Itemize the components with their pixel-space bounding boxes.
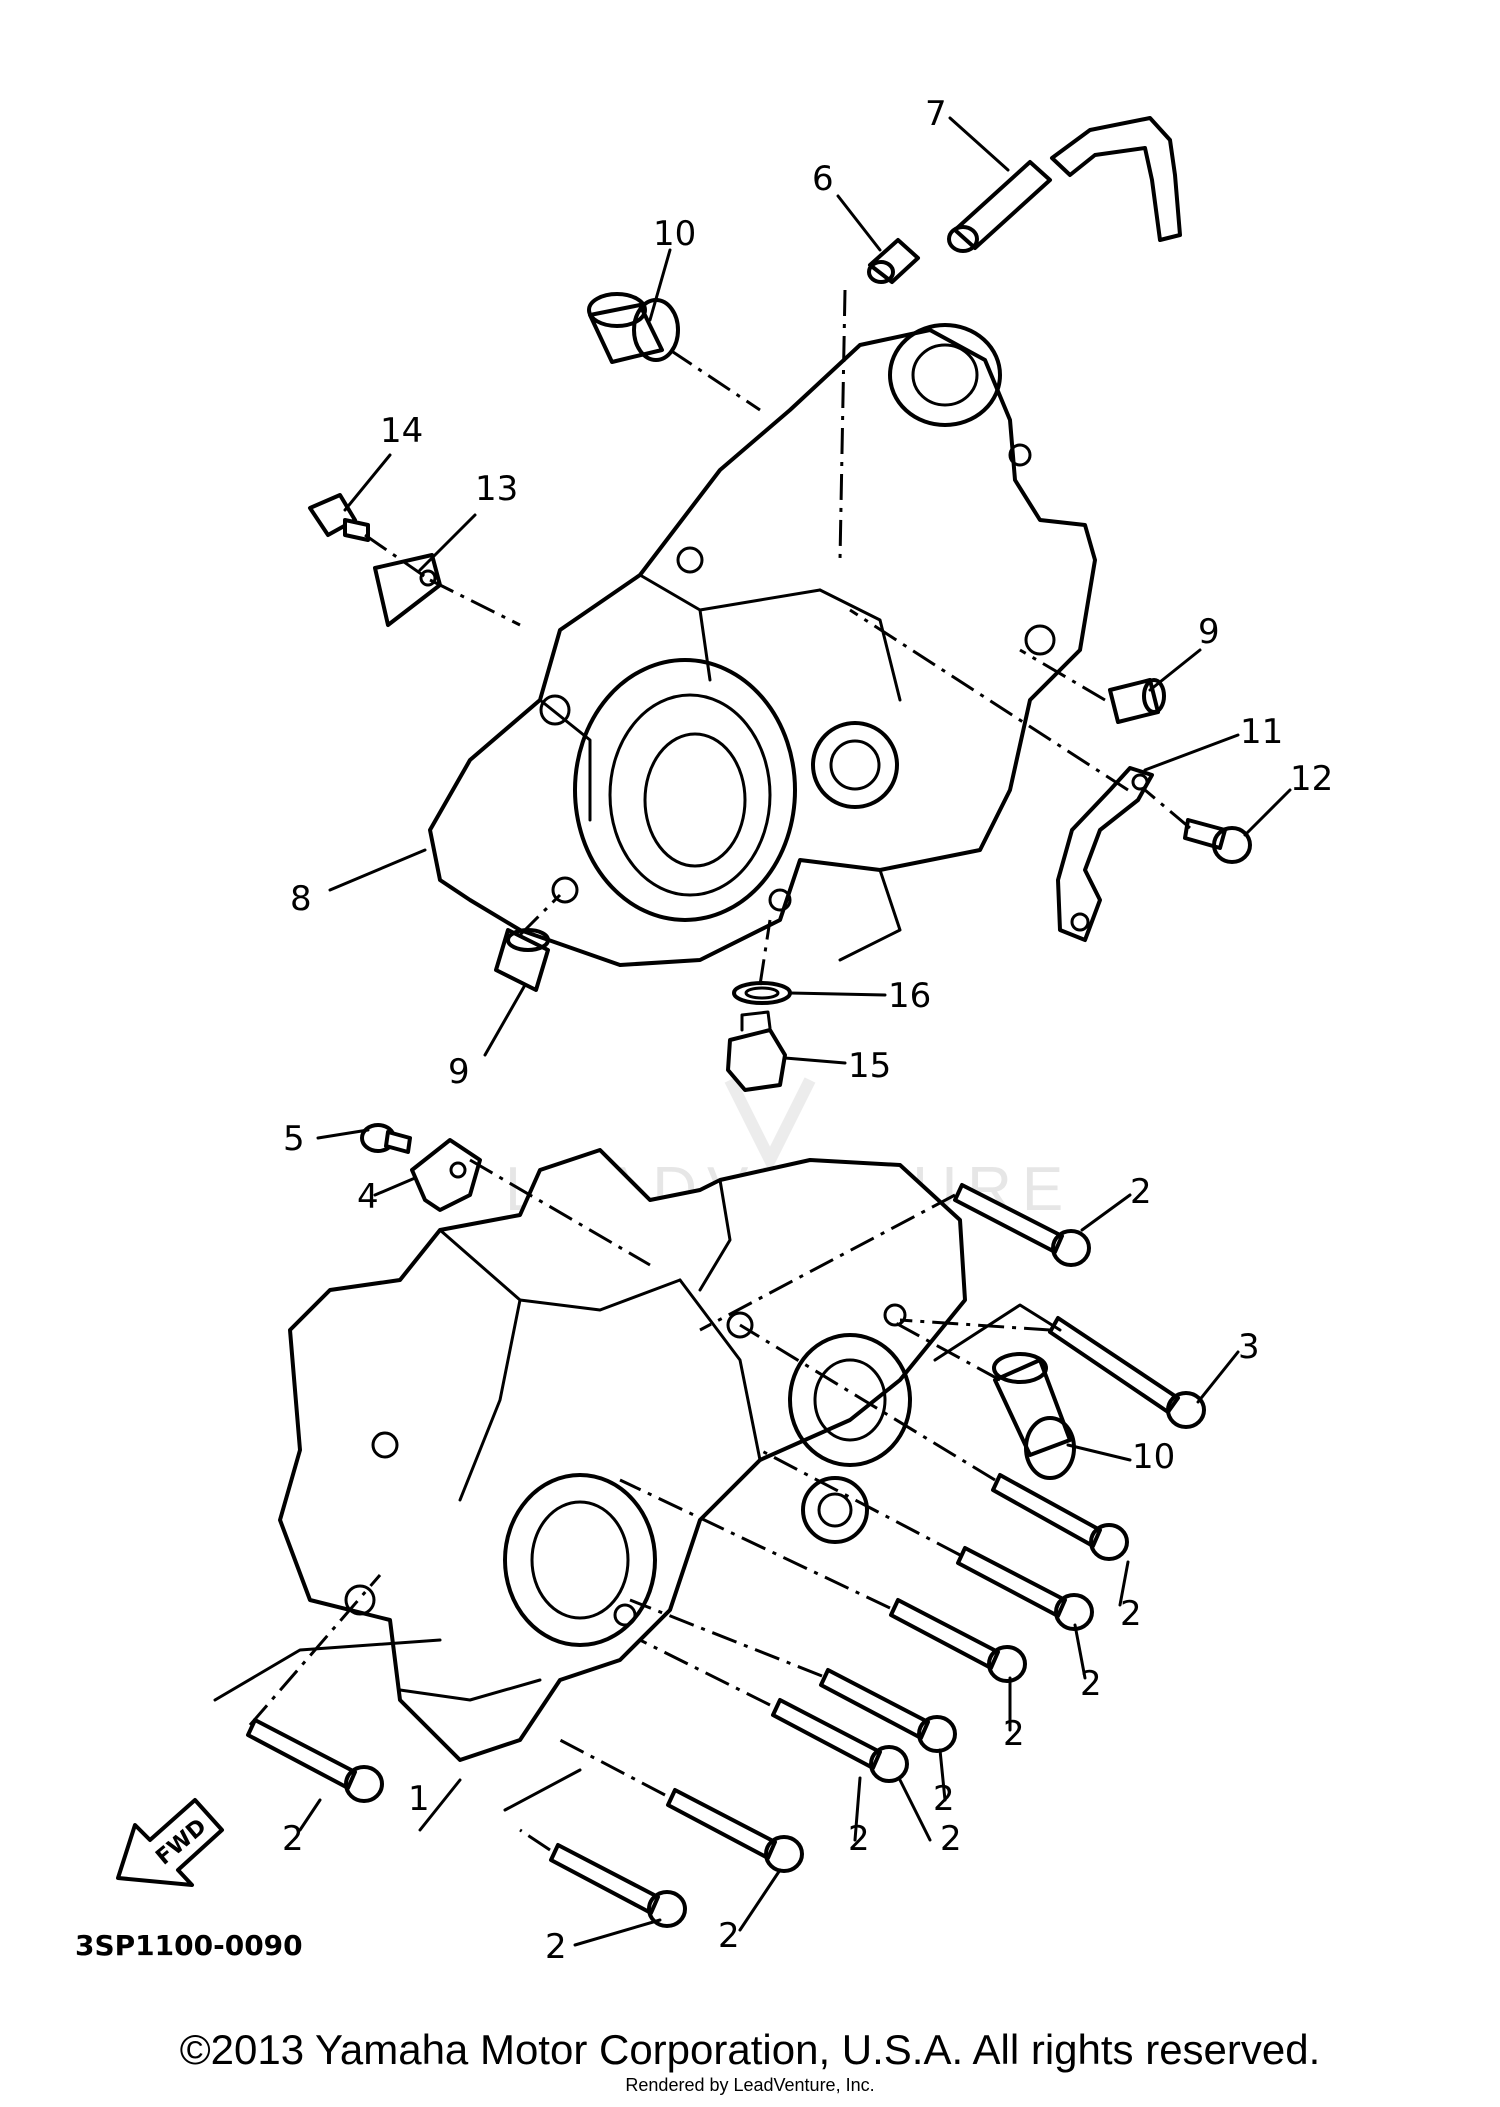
hose-part-7 [947,116,1182,253]
bolt-part-2-i [549,1843,687,1928]
callout-12: 12 [1290,759,1333,799]
callout-8: 8 [290,879,312,919]
leader-lines [298,116,1292,1947]
lower-crankcase-part-1 [278,1148,967,1762]
diagram-code: 3SP1100-0090 [75,1929,303,1962]
callout-9-upper: 9 [1198,612,1220,652]
callout-10-lower: 10 [1132,1437,1175,1477]
callout-2-d: 2 [1003,1714,1025,1754]
bolt-part-2-h [666,1788,804,1873]
callout-16: 16 [888,976,931,1016]
callout-9-lower: 9 [448,1052,470,1092]
callout-2-j: 2 [545,1927,567,1967]
dowel-part-9-upper [1108,678,1166,724]
callout-2-c: 2 [1080,1664,1102,1704]
callout-labels: 7 6 10 14 13 9 11 12 8 9 16 15 5 4 2 3 1… [282,94,1333,1967]
rendered-by-credit: Rendered by LeadVenture, Inc. [625,2075,875,2095]
callout-2-a: 2 [1130,1172,1152,1212]
bushing-part-10-upper [587,292,680,364]
bolt-part-2-f [771,1698,909,1783]
upper-crankcase-part-8 [428,323,1097,967]
callout-6: 6 [812,159,834,199]
callout-13: 13 [475,469,518,509]
callout-4: 4 [357,1177,379,1217]
bolt-part-2-e [819,1668,957,1753]
callout-14: 14 [380,411,423,451]
callout-2-f: 2 [848,1819,870,1859]
callout-2-e: 2 [933,1779,955,1819]
bracket-part-11 [1056,766,1154,942]
bushing-part-10-lower [992,1352,1076,1480]
bolt-part-2-b [991,1473,1129,1561]
bolt-part-2-c [956,1546,1094,1631]
dowel-part-9-lower [494,928,550,992]
callout-2-g: 2 [282,1819,304,1859]
callout-5: 5 [283,1119,305,1159]
assembly-centerlines [213,289,1191,1852]
screw-part-5 [360,1123,412,1154]
bolt-part-2-g [246,1718,384,1803]
bolt-part-2-d [889,1598,1027,1683]
callout-2-i: 2 [718,1916,740,1956]
washer-part-16 [732,981,792,1005]
callout-2-h: 2 [940,1819,962,1859]
guide-part-4 [410,1138,482,1212]
bolt-part-3 [1048,1316,1206,1429]
callout-7: 7 [925,94,947,134]
callout-3: 3 [1238,1327,1260,1367]
callout-10-upper: 10 [653,214,696,254]
callout-11: 11 [1240,712,1283,752]
drain-plug-part-15 [726,1010,787,1092]
bolt-part-14 [308,493,370,542]
bolt-part-2-a [953,1183,1091,1267]
fwd-arrow-icon: FWD [116,1798,224,1887]
callout-15: 15 [848,1046,891,1086]
copyright-notice: ©2013 Yamaha Motor Corporation, U.S.A. A… [179,2026,1321,2073]
fitting-part-6 [867,238,920,284]
callout-2-b: 2 [1120,1594,1142,1634]
callout-1: 1 [408,1779,430,1819]
bolt-part-12 [1183,818,1252,864]
